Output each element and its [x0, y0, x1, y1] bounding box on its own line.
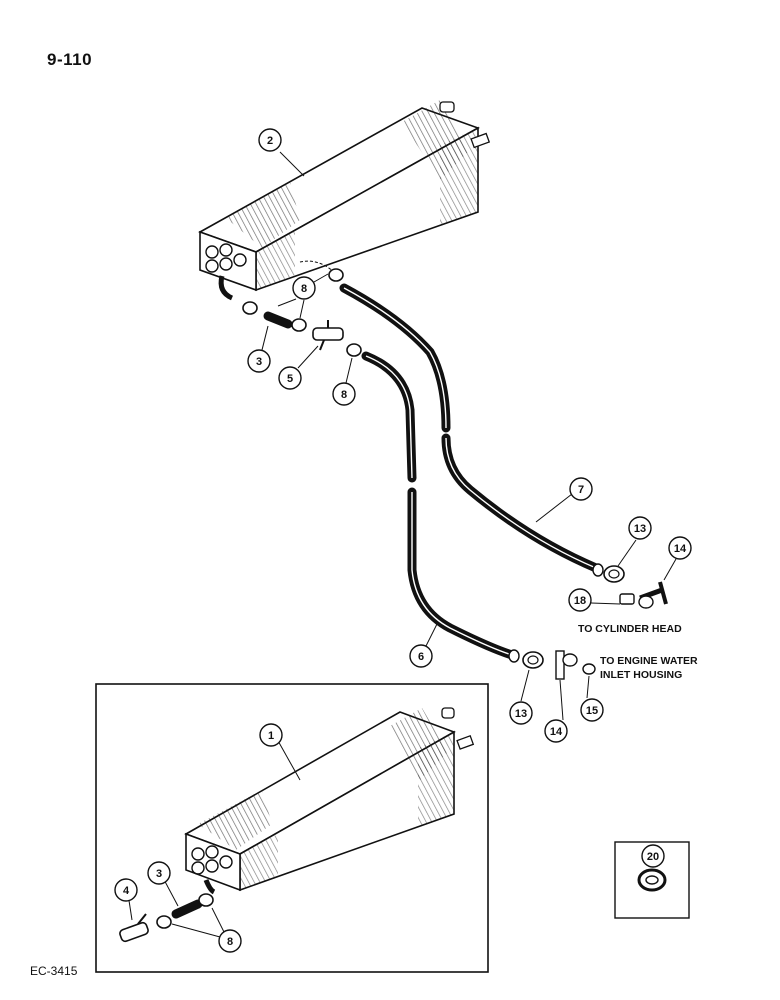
heater-hose-7 — [339, 283, 604, 577]
callout-18: 18 — [568, 588, 592, 612]
callout-8-c: 8 — [218, 929, 242, 953]
svg-text:15: 15 — [586, 705, 598, 717]
callout-14-b: 14 — [544, 719, 568, 743]
svg-text:8: 8 — [341, 389, 347, 401]
callout-5: 5 — [278, 366, 302, 390]
callout-13-a: 13 — [628, 516, 652, 540]
grommet-20 — [637, 868, 667, 892]
callout-15: 15 — [580, 698, 604, 722]
heater-core-main — [198, 100, 491, 301]
svg-text:13: 13 — [634, 523, 646, 535]
svg-text:14: 14 — [550, 726, 563, 738]
svg-text:2: 2 — [267, 135, 273, 147]
adapter-18 — [619, 593, 654, 609]
hose-connector-3-main — [263, 311, 293, 329]
hose-clamp-8-b — [346, 343, 362, 357]
callout-8-b: 8 — [332, 382, 356, 406]
svg-text:7: 7 — [578, 484, 584, 496]
tee-fitting-14-lower — [555, 650, 578, 680]
callout-1: 1 — [259, 723, 283, 747]
fitting-15 — [582, 663, 596, 675]
callout-3-a: 3 — [247, 349, 271, 373]
svg-text:18: 18 — [574, 595, 586, 607]
hose-clamp-13-upper — [603, 565, 625, 583]
callout-4: 4 — [114, 878, 138, 902]
callout-7: 7 — [569, 477, 593, 501]
svg-text:4: 4 — [123, 885, 130, 897]
svg-text:5: 5 — [287, 373, 293, 385]
hose-connector-3-inset — [171, 899, 203, 919]
heater-hose-6 — [361, 351, 520, 663]
page-number: 9-110 — [47, 50, 93, 69]
water-valve-5 — [312, 320, 344, 351]
svg-text:13: 13 — [515, 708, 527, 720]
callout-2: 2 — [258, 128, 282, 152]
callout-6: 6 — [409, 644, 433, 668]
callout-8-a: 8 — [292, 276, 316, 300]
svg-text:6: 6 — [418, 651, 424, 663]
callout-13-b: 13 — [509, 701, 533, 725]
shutoff-valve-4 — [119, 913, 149, 943]
label-to-cylinder-head: TO CYLINDER HEAD — [578, 623, 682, 635]
inset-frame — [95, 683, 489, 973]
svg-text:3: 3 — [156, 868, 162, 880]
heater-core-inset — [184, 707, 475, 895]
label-to-engine-water-1: TO ENGINE WATER — [600, 655, 698, 667]
figure-code: EC-3415 — [30, 964, 78, 978]
callout-14-a: 14 — [668, 536, 692, 560]
svg-text:3: 3 — [256, 356, 262, 368]
callout-20: 20 — [641, 844, 665, 868]
inset-20-frame — [614, 841, 690, 919]
hose-clamp-8-a — [242, 268, 344, 332]
svg-text:8: 8 — [227, 936, 233, 948]
svg-text:14: 14 — [674, 543, 687, 555]
callout-3-b: 3 — [147, 861, 171, 885]
label-to-engine-water-2: INLET HOUSING — [600, 669, 682, 681]
hose-clamp-13-lower — [522, 651, 544, 669]
svg-text:20: 20 — [647, 851, 659, 863]
svg-text:8: 8 — [301, 283, 307, 295]
hose-clamp-8-inset — [156, 893, 214, 929]
svg-text:1: 1 — [268, 730, 274, 742]
